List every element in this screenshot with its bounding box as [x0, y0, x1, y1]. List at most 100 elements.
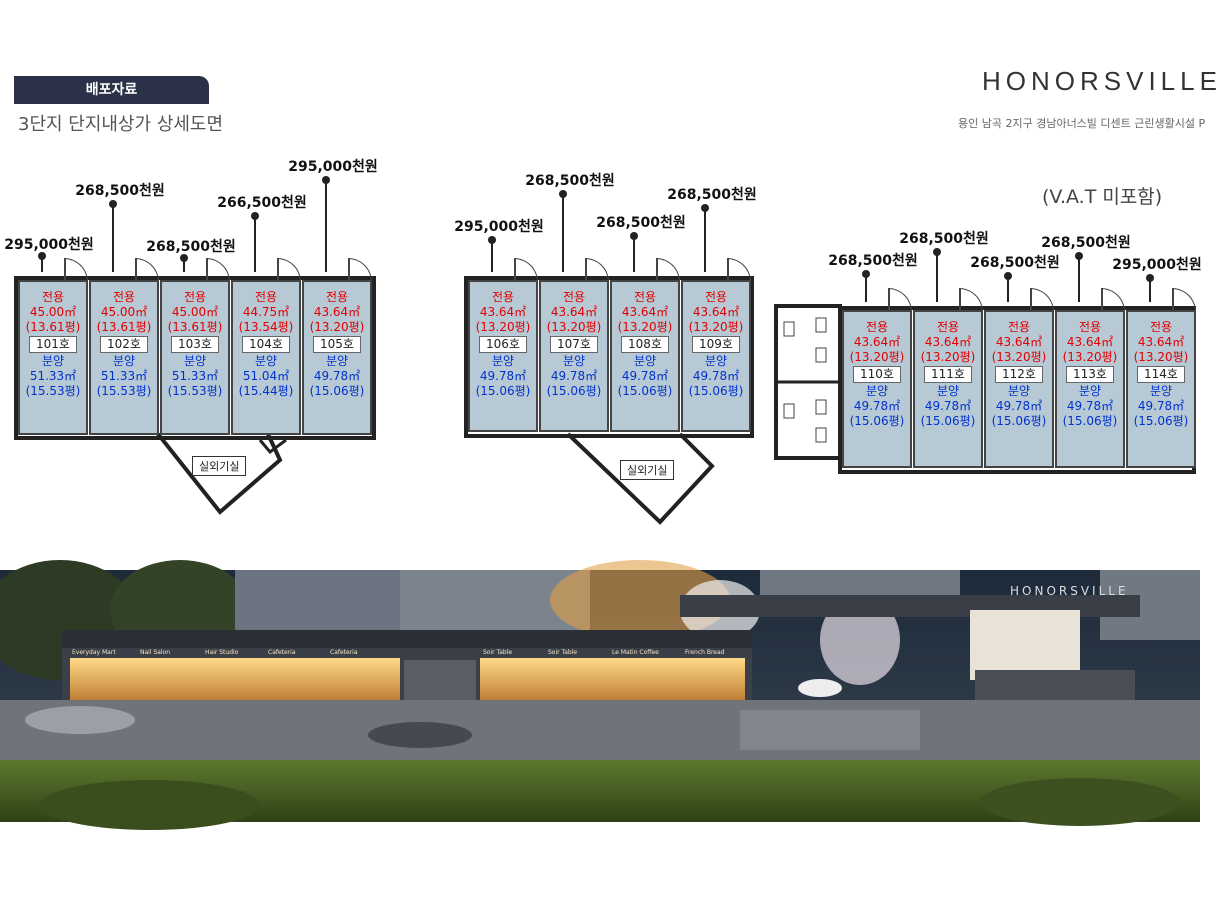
exclusive-pyeong: (13.20평) [617, 320, 673, 334]
price-leader-line [630, 232, 638, 272]
unit-number: 104호 [242, 336, 290, 353]
door-swing-icon [64, 258, 88, 282]
unit-number: 102호 [100, 336, 148, 353]
price-leader-line [933, 248, 941, 302]
unit-number: 101호 [29, 336, 77, 353]
sale-pyeong: (15.53평) [25, 384, 81, 398]
door-swing-icon [656, 258, 680, 282]
exclusive-label: 전용 [325, 290, 349, 304]
door-swing-icon [888, 288, 912, 312]
sale-pyeong: (15.06평) [991, 414, 1047, 428]
terrace-outline-a [156, 432, 287, 515]
unit-price-12: 268,500천원 [970, 255, 1060, 271]
unit-number: 106호 [479, 336, 527, 353]
sale-area: 49.78㎡ [924, 399, 972, 413]
unit-number: 111호 [924, 366, 972, 383]
vat-note: (V.A.T 미포함) [1042, 186, 1163, 208]
exclusive-area: 45.00㎡ [171, 305, 219, 319]
store-sign: French Bread [685, 649, 725, 656]
price-leader-line [559, 190, 567, 272]
brand-subtitle: 용인 남곡 2지구 경남아너스빌 디센트 근린생활시설 P [958, 117, 1206, 130]
badge-label: 배포자료 [85, 82, 138, 98]
sale-area: 49.78㎡ [313, 369, 361, 383]
exclusive-area: 43.64㎡ [1066, 335, 1114, 349]
price-leader-line [109, 200, 117, 272]
exclusive-pyeong: (13.54평) [238, 320, 294, 334]
sale-area: 49.78㎡ [1066, 399, 1114, 413]
exclusive-label: 전용 [1149, 320, 1173, 334]
sale-label: 분양 [254, 354, 278, 368]
unit-price-14: 295,000천원 [1112, 257, 1202, 273]
door-swing-icon [727, 258, 751, 282]
terrace-label-b: 실외기실 [620, 460, 675, 480]
sale-area: 49.78㎡ [1137, 399, 1185, 413]
sale-area: 49.78㎡ [692, 369, 740, 383]
sale-area: 51.33㎡ [100, 369, 148, 383]
sale-label: 분양 [112, 354, 136, 368]
exclusive-area: 43.64㎡ [313, 305, 361, 319]
store-sign: Cafeteria [330, 649, 358, 656]
exclusive-area: 44.75㎡ [242, 305, 290, 319]
store-sign: Le Matin Coffee [612, 649, 659, 656]
terrace-label-a: 실외기실 [192, 456, 247, 476]
unit-number: 113호 [1066, 366, 1114, 383]
sale-area: 49.78㎡ [479, 369, 527, 383]
exclusive-pyeong: (13.61평) [167, 320, 223, 334]
document-badge: 배포자료 [14, 76, 209, 102]
exclusive-pyeong: (13.20평) [849, 350, 905, 364]
sale-label: 분양 [1007, 384, 1031, 398]
exclusive-area: 43.64㎡ [479, 305, 527, 319]
door-swing-icon [514, 258, 538, 282]
exclusive-pyeong: (13.20평) [920, 350, 976, 364]
unit-number: 109호 [692, 336, 740, 353]
exclusive-pyeong: (13.20평) [475, 320, 531, 334]
sale-label: 분양 [491, 354, 515, 368]
unit-price-11: 268,500천원 [899, 231, 989, 247]
sale-area: 49.78㎡ [621, 369, 669, 383]
sale-area: 49.78㎡ [853, 399, 901, 413]
sale-pyeong: (15.06평) [546, 384, 602, 398]
exclusive-pyeong: (13.20평) [1062, 350, 1118, 364]
door-swing-icon [277, 258, 301, 282]
sale-pyeong: (15.06평) [688, 384, 744, 398]
store-sign: Soir Table [483, 649, 513, 656]
unit-price-4: 266,500천원 [217, 195, 307, 211]
exclusive-pyeong: (13.61평) [96, 320, 152, 334]
exclusive-area: 45.00㎡ [29, 305, 77, 319]
sale-label: 분양 [562, 354, 586, 368]
price-leader-line [180, 254, 188, 272]
store-sign: Hair Studio [205, 649, 239, 656]
sale-area: 51.33㎡ [171, 369, 219, 383]
sale-label: 분양 [865, 384, 889, 398]
sale-area: 51.33㎡ [29, 369, 77, 383]
rendering-brand-sign: HONORSVILLE [1010, 584, 1129, 598]
sale-label: 분양 [1078, 384, 1102, 398]
unit-price-7: 268,500천원 [525, 173, 615, 189]
sale-label: 분양 [183, 354, 207, 368]
sale-label: 분양 [704, 354, 728, 368]
store-sign: Cafeteria [268, 649, 296, 656]
sale-area: 49.78㎡ [995, 399, 1043, 413]
rendering-scene [0, 560, 1200, 830]
price-leader-line [1004, 272, 1012, 302]
terrace-outline-b [566, 432, 715, 525]
exclusive-label: 전용 [112, 290, 136, 304]
sale-pyeong: (15.53평) [167, 384, 223, 398]
price-leader-line [38, 252, 46, 272]
